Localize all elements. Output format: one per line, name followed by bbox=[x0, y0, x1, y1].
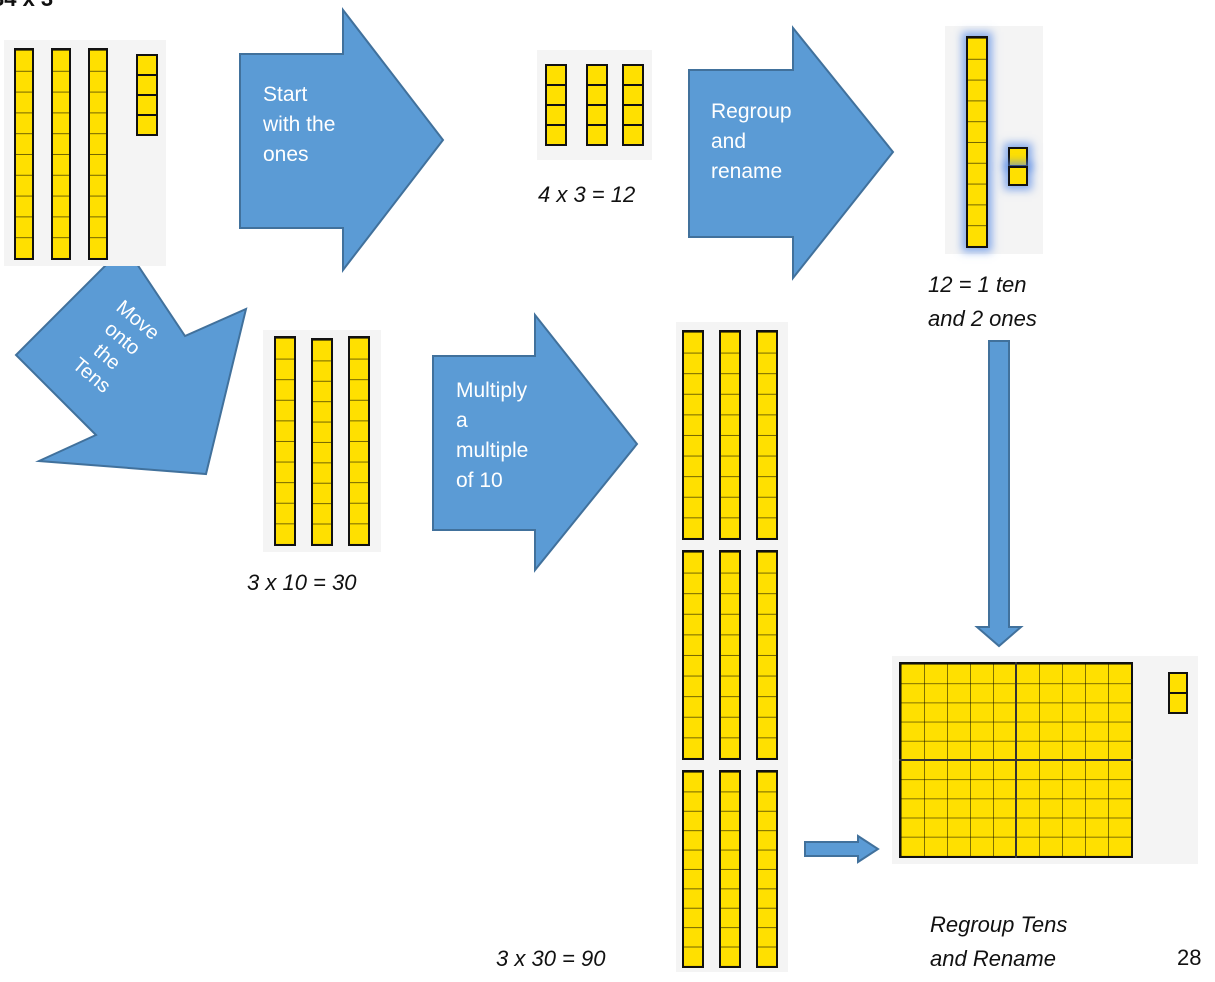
ten-rod bbox=[682, 550, 704, 760]
ten-rod bbox=[682, 770, 704, 968]
ten-rod bbox=[756, 770, 778, 968]
final-caption: Regroup Tens and Rename bbox=[930, 912, 1068, 971]
start-arrow bbox=[239, 7, 445, 273]
page-title: 34 x 3 bbox=[0, 0, 53, 12]
ten-rod bbox=[311, 338, 333, 546]
one-cube bbox=[545, 104, 567, 126]
one-cube bbox=[622, 104, 644, 126]
ten-rod bbox=[719, 770, 741, 968]
ten-rod bbox=[966, 36, 988, 248]
one-cube bbox=[1008, 147, 1028, 167]
regroup-arrow bbox=[688, 25, 895, 281]
multiply-arrow bbox=[432, 312, 639, 573]
tens-product-caption: 3 x 10 = 30 bbox=[247, 570, 357, 595]
one-cube bbox=[586, 124, 608, 146]
ten-rod bbox=[756, 330, 778, 540]
one-cube bbox=[1168, 672, 1188, 694]
down-arrow bbox=[974, 340, 1024, 648]
one-cube bbox=[586, 104, 608, 126]
one-cube bbox=[586, 64, 608, 86]
ten-rod bbox=[719, 330, 741, 540]
multiply-arrow-label: Multiply a multiple of 10 bbox=[456, 379, 529, 492]
one-cube bbox=[545, 124, 567, 146]
multiple-product-caption: 3 x 30 = 90 bbox=[496, 946, 606, 971]
one-cube bbox=[622, 84, 644, 106]
ten-rod bbox=[51, 48, 71, 260]
start-arrow-label: Start with the ones bbox=[263, 83, 336, 166]
one-cube bbox=[136, 74, 158, 96]
ten-rod bbox=[14, 48, 34, 260]
hundred-flat-divider-h bbox=[899, 759, 1133, 761]
one-cube bbox=[136, 54, 158, 76]
one-cube bbox=[545, 84, 567, 106]
ones-product-caption: 4 x 3 = 12 bbox=[538, 182, 636, 207]
ten-rod bbox=[682, 330, 704, 540]
one-cube bbox=[136, 114, 158, 136]
ten-rod bbox=[719, 550, 741, 760]
one-cube bbox=[586, 84, 608, 106]
regroup-arrow-label: Regroup and rename bbox=[711, 100, 792, 183]
ten-rod bbox=[88, 48, 108, 260]
one-cube bbox=[1168, 692, 1188, 714]
right-arrow bbox=[804, 834, 880, 864]
ten-rod bbox=[348, 336, 370, 546]
one-cube bbox=[136, 94, 158, 116]
one-cube bbox=[1008, 166, 1028, 186]
page-number: 28 bbox=[1177, 945, 1202, 970]
ten-rod bbox=[756, 550, 778, 760]
panel-regroup bbox=[945, 26, 1043, 254]
ten-rod bbox=[274, 336, 296, 546]
move-arrow bbox=[14, 244, 248, 476]
one-cube bbox=[622, 124, 644, 146]
regroup-caption: 12 = 1 ten and 2 ones bbox=[928, 272, 1037, 331]
one-cube bbox=[622, 64, 644, 86]
one-cube bbox=[545, 64, 567, 86]
